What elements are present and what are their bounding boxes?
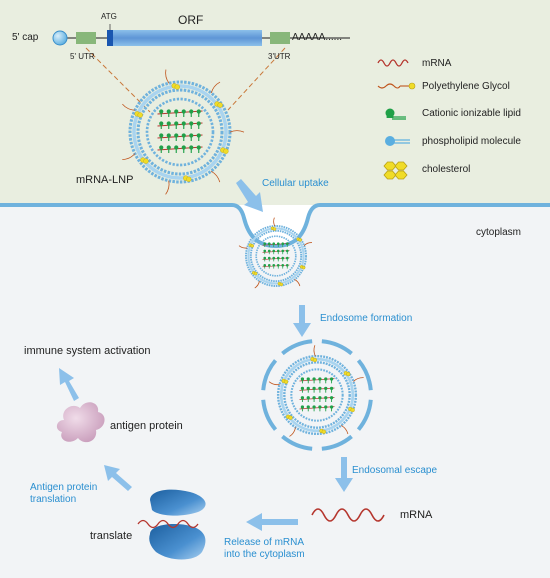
process-arrows: [59, 179, 353, 531]
cell-cytoplasm-area: [0, 205, 550, 578]
step-antigen-translation: Antigen protein translation: [30, 482, 98, 505]
ribosome-icon: [137, 489, 206, 560]
lnp-particle-uptake: [238, 217, 313, 289]
endosome: [261, 339, 373, 451]
cell-membrane: [0, 203, 550, 249]
cytoplasm-label: cytoplasm: [476, 227, 522, 238]
released-mrna-strand: [311, 508, 385, 522]
legend: [377, 59, 416, 180]
arrow-immune-activation: [59, 368, 79, 401]
atg-label: ATG: [101, 12, 117, 21]
three-utr-label: 3'UTR: [268, 52, 291, 61]
legend-label-cationic-lipid: Cationic ionizable lipid: [422, 108, 521, 119]
mrna-construct: [52, 24, 350, 46]
mrna-strand-icon: [377, 59, 409, 67]
polya-tail-label: AAAAA......: [292, 32, 343, 43]
five-utr-block: [76, 32, 96, 44]
step-endosomal-escape: Endosomal escape: [352, 465, 438, 476]
translate-label: translate: [90, 530, 133, 542]
arrow-cellular-uptake: [236, 179, 263, 212]
legend-label-cholesterol: cholesterol: [422, 164, 471, 175]
step-cellular-uptake: Cellular uptake: [262, 178, 329, 189]
five-prime-cap-icon: [52, 30, 68, 46]
three-utr-block: [270, 32, 290, 44]
antigen-protein-label: antigen protein: [110, 420, 183, 432]
lnp-particle-large: [122, 69, 245, 195]
cholesterol-icon: [383, 161, 408, 180]
polyethylene-glycol-icon: [377, 82, 416, 90]
arrow-release-to-cytoplasm: [246, 513, 298, 531]
zoom-line-left: [85, 47, 151, 113]
zoom-line-right: [227, 47, 286, 111]
lnp-label: mRNA-LNP: [76, 174, 134, 186]
legend-label-phospholipid: phospholipid molecule: [422, 136, 521, 147]
five-cap-label: 5' cap: [12, 32, 39, 43]
arrow-endosomal-escape: [335, 457, 353, 492]
legend-label-mrna: mRNA: [422, 58, 452, 69]
legend-label-peg: Polyethylene Glycol: [422, 81, 510, 92]
step-release-mrna: Release of mRNA into the cytoplasm: [224, 537, 305, 560]
five-utr-label: 5' UTR: [70, 52, 95, 61]
cationic-lipid-icon: [385, 108, 406, 120]
step-endosome-formation: Endosome formation: [320, 313, 413, 324]
immune-activation-label: immune system activation: [24, 345, 151, 357]
atg-start-codon: [107, 30, 113, 46]
mrna-label: mRNA: [400, 509, 433, 521]
arrow-endosome-formation: [293, 305, 311, 337]
phospholipid-icon: [385, 136, 410, 146]
arrow-antigen-translation: [104, 465, 132, 491]
antigen-protein-icon: [56, 402, 105, 443]
orf-label: ORF: [178, 13, 204, 27]
orf-block: [113, 30, 262, 46]
